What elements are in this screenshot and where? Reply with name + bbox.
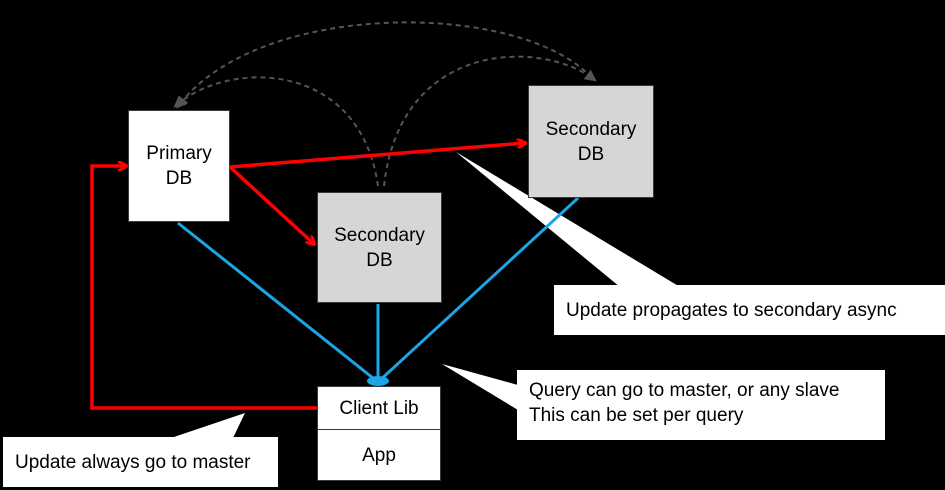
secondary-db-node-b: Secondary DB	[528, 85, 654, 198]
secondary-db-a-label-line2: DB	[366, 249, 393, 271]
query-arrow-head	[367, 376, 389, 386]
secondary-db-node-a: Secondary DB	[317, 192, 442, 303]
callout-async: Update propagates to secondary async	[554, 285, 945, 335]
client-lib-node: Client Lib	[317, 386, 441, 430]
client-lib-label: Client Lib	[339, 397, 419, 419]
query-edge-secondary-b	[376, 196, 580, 384]
replication-arc-secb-primary	[176, 21, 593, 109]
replication-arc-seca-primary	[173, 76, 379, 187]
callout-master-text: Update always go to master	[15, 451, 251, 473]
app-label: App	[362, 444, 396, 466]
callout-master: Update always go to master	[3, 437, 278, 487]
app-node: App	[317, 429, 441, 481]
query-edge-primary	[177, 221, 379, 384]
primary-db-node: Primary DB	[128, 110, 230, 222]
secondary-db-a-label-line1: Secondary	[334, 224, 425, 246]
callout-query: Query can go to master, or any slave Thi…	[517, 370, 885, 440]
callout-async-text: Update propagates to secondary async	[566, 299, 897, 321]
replication-arc-seca-secb	[383, 55, 597, 187]
primary-db-label-line1: Primary	[146, 143, 212, 164]
primary-db-label-line2: DB	[165, 168, 193, 189]
callout-query-line1: Query can go to master, or any slave	[529, 380, 840, 401]
update-edge-primary-to-secondary-a	[228, 165, 314, 244]
callout-master-pointer	[165, 413, 245, 440]
secondary-db-b-label-line2: DB	[577, 143, 605, 165]
callout-query-pointer	[442, 364, 518, 410]
secondary-db-b-label-line1: Secondary	[545, 118, 637, 140]
callout-query-line2: This can be set per query	[529, 405, 744, 426]
callout-async-pointer	[456, 152, 680, 287]
update-edge-client-to-primary	[90, 166, 317, 410]
update-edge-primary-to-secondary-b	[229, 143, 525, 169]
